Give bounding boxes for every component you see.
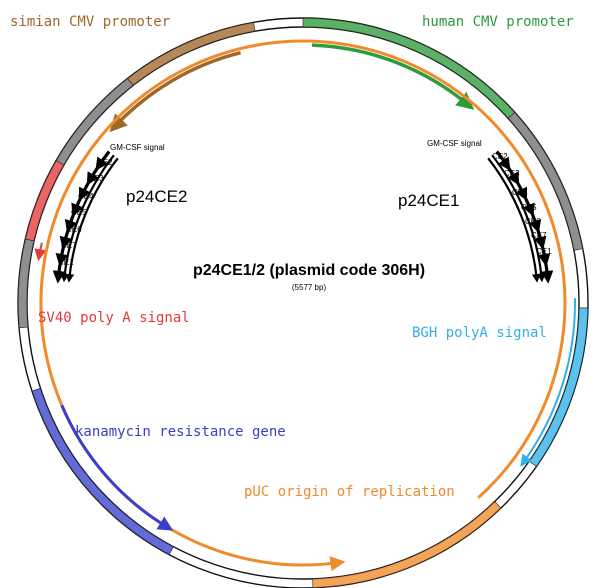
insert-name-right: p24CE1 — [398, 191, 459, 210]
insert-arrow-right-8 — [540, 260, 554, 284]
insert-strand-left-2 — [65, 157, 119, 283]
arrow-sv40 — [34, 242, 47, 262]
insert-arrow-left-6 — [59, 226, 73, 250]
left-seg-ce5: CE5 — [71, 208, 87, 217]
insert-arrows — [52, 150, 554, 284]
plasmid-title: p24CE1/2 (plasmid code 306H) — [193, 262, 425, 279]
arrow-bgh — [520, 298, 576, 467]
right-seg-ce1: CE1 — [536, 247, 552, 256]
left-seg-ce7: CE7 — [61, 241, 77, 250]
right-seg-ce7: CE7 — [531, 231, 547, 240]
right-seg-ce6: CE6 — [525, 217, 541, 226]
insert-arrow-right-2 — [505, 164, 520, 186]
insert-arrow-right-7 — [537, 243, 551, 267]
segment-gray-left — [17, 238, 35, 329]
segment-kanamycin — [31, 387, 174, 556]
insert-arrow-right-6 — [533, 226, 547, 250]
segment-bgh — [528, 307, 589, 467]
segment-simian-cmv — [127, 21, 256, 86]
right-seg-ce5: CE5 — [521, 203, 537, 212]
left-seg-ce6: CE6 — [66, 225, 82, 234]
left-seg-ce2: CE2 — [97, 158, 113, 167]
insert-arrow-left-4 — [71, 194, 84, 217]
label-human-cmv-promoter: human CMV promoter — [422, 14, 574, 30]
insert-strand-right-1 — [491, 154, 546, 283]
right-seg-ce4: CE4 — [512, 188, 528, 197]
insert-arrow-left-8 — [52, 260, 66, 284]
arrow-kanamycin — [60, 404, 174, 531]
left-seg-ce3: CE3 — [88, 174, 104, 183]
segment-puc — [312, 501, 502, 588]
arrow-human-cmv — [311, 43, 475, 110]
insert-name-left: p24CE2 — [126, 187, 187, 206]
label-puc-origin: pUC origin of replication — [244, 484, 455, 500]
insert-arrow-right-5 — [528, 210, 542, 234]
insert-arrow-left-5 — [64, 210, 78, 234]
segment-sv40 — [24, 160, 65, 242]
right-seg-ce2: CE2 — [492, 152, 508, 161]
right-seg-ce3: CE3 — [504, 169, 520, 178]
feature-segments — [17, 17, 589, 588]
plasmid-size: (5577 bp) — [292, 283, 327, 292]
segment-gray-right — [507, 111, 584, 251]
feature-arrows — [34, 39, 576, 572]
label-simian-cmv-promoter: simian CMV promoter — [10, 14, 170, 30]
insert-arrow-left-1 — [95, 150, 111, 171]
insert-arrow-left-7 — [55, 243, 69, 267]
insert-arrow-left-3 — [78, 179, 92, 201]
label-sv40-poly-a-signal: SV40 poly A signal — [38, 310, 190, 326]
insert-strand-right-2 — [487, 157, 541, 283]
arrow-simian-cmv — [109, 50, 242, 133]
left-seg-ce4: CE4 — [78, 192, 94, 201]
insert-arrow-right-3 — [514, 179, 528, 201]
insert-strand-left-1 — [60, 154, 115, 283]
right-seg-gm-csf: GM-CSF signal — [427, 139, 482, 148]
insert-arrow-left-2 — [86, 164, 101, 186]
insert-arrow-right-4 — [522, 194, 535, 217]
left-seg-ce1: CE1 — [58, 258, 74, 267]
insert-arrow-right-1 — [495, 150, 511, 171]
label-bgh-polya-signal: BGH polyA signal — [412, 325, 547, 341]
label-kanamycin-resistance-gene: kanamycin resistance gene — [75, 424, 286, 440]
left-seg-gm-csf: GM-CSF signal — [110, 143, 165, 152]
